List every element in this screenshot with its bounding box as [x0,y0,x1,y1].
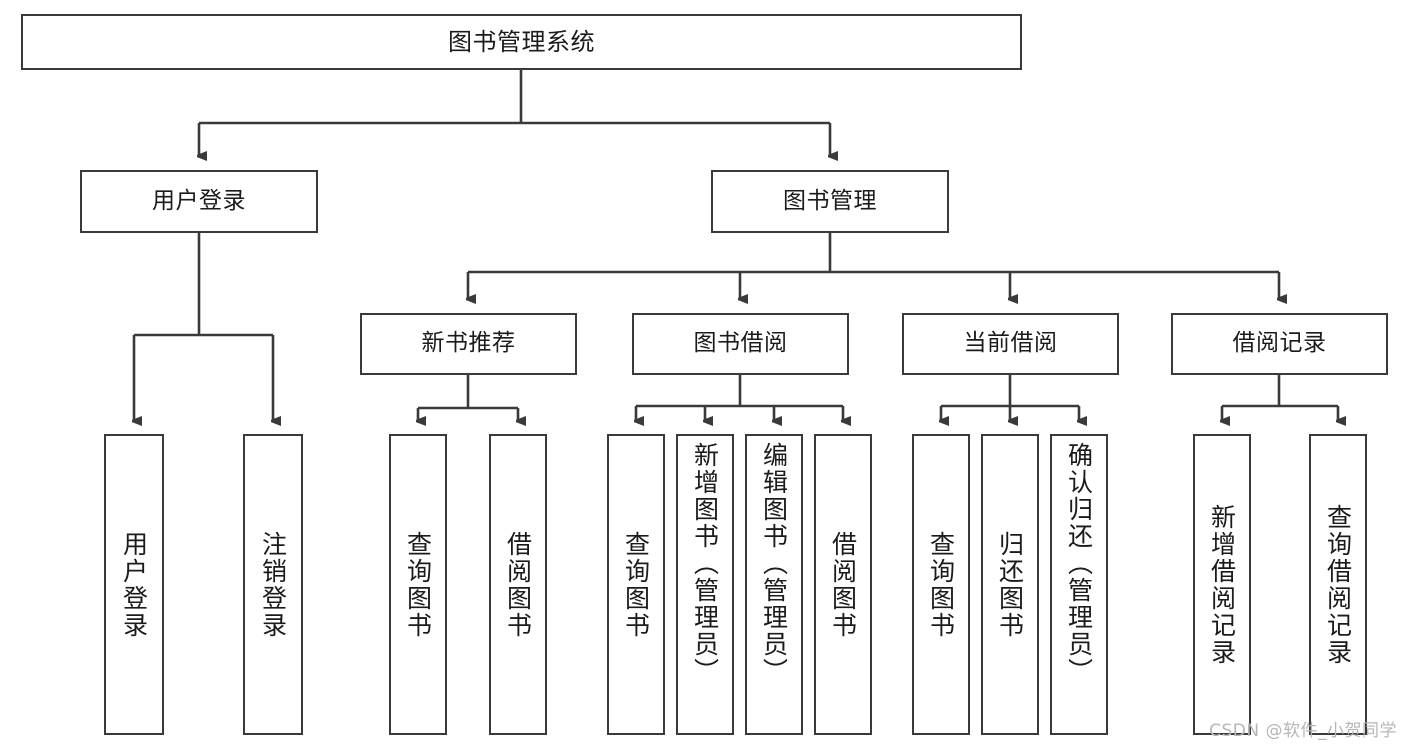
node-root[interactable]: 图书管理系统 [21,14,1022,70]
leaf-current-borrow-2[interactable]: 归还图书 [981,434,1039,735]
node-user-login[interactable]: 用户登录 [80,170,318,233]
leaf-current-borrow-1[interactable]: 查询图书 [912,434,970,735]
node-borrow-record[interactable]: 借阅记录 [1171,313,1388,375]
leaf-current-borrow-3-label: 确认归还（管理员） [1064,442,1094,685]
node-current-borrow-label: 当前借阅 [963,330,1058,357]
leaf-current-borrow-3[interactable]: 确认归还（管理员） [1050,434,1108,735]
node-new-book-rec[interactable]: 新书推荐 [360,313,577,375]
node-new-book-rec-label: 新书推荐 [421,330,516,357]
leaf-new-book-rec-2[interactable]: 借阅图书 [489,434,547,735]
leaf-new-book-rec-2-label: 借阅图书 [503,530,533,639]
leaf-book-borrow-3[interactable]: 编辑图书（管理员） [745,434,803,735]
node-user-login-label: 用户登录 [152,187,246,214]
leaf-user-login-1-label: 用户登录 [119,530,149,639]
leaf-book-borrow-1[interactable]: 查询图书 [607,434,665,735]
leaf-current-borrow-2-label: 归还图书 [995,530,1025,639]
leaf-borrow-record-1[interactable]: 新增借阅记录 [1193,434,1251,735]
leaf-book-borrow-3-label: 编辑图书（管理员） [759,442,789,685]
leaf-current-borrow-1-label: 查询图书 [926,530,956,639]
leaf-book-borrow-2[interactable]: 新增图书（管理员） [676,434,734,735]
node-book-manage-label: 图书管理 [783,187,877,214]
leaf-book-borrow-4[interactable]: 借阅图书 [814,434,872,735]
node-book-borrow-label: 图书借阅 [693,330,788,357]
leaf-user-login-2-label: 注销登录 [258,530,288,639]
leaf-user-login-1[interactable]: 用户登录 [104,434,164,735]
node-borrow-record-label: 借阅记录 [1232,330,1327,357]
leaf-book-borrow-2-label: 新增图书（管理员） [690,442,720,685]
leaf-user-login-2[interactable]: 注销登录 [243,434,303,735]
node-book-borrow[interactable]: 图书借阅 [632,313,849,375]
node-current-borrow[interactable]: 当前借阅 [902,313,1119,375]
node-root-label: 图书管理系统 [448,27,595,56]
leaf-book-borrow-4-label: 借阅图书 [828,530,858,639]
leaf-borrow-record-1-label: 新增借阅记录 [1207,503,1237,666]
leaf-borrow-record-2[interactable]: 查询借阅记录 [1309,434,1367,735]
leaf-new-book-rec-1[interactable]: 查询图书 [389,434,447,735]
leaf-new-book-rec-1-label: 查询图书 [403,530,433,639]
node-book-manage[interactable]: 图书管理 [711,170,949,233]
leaf-borrow-record-2-label: 查询借阅记录 [1323,503,1353,666]
watermark-text: CSDN @软件_小贺同学 [1209,721,1397,741]
leaf-book-borrow-1-label: 查询图书 [621,530,651,639]
